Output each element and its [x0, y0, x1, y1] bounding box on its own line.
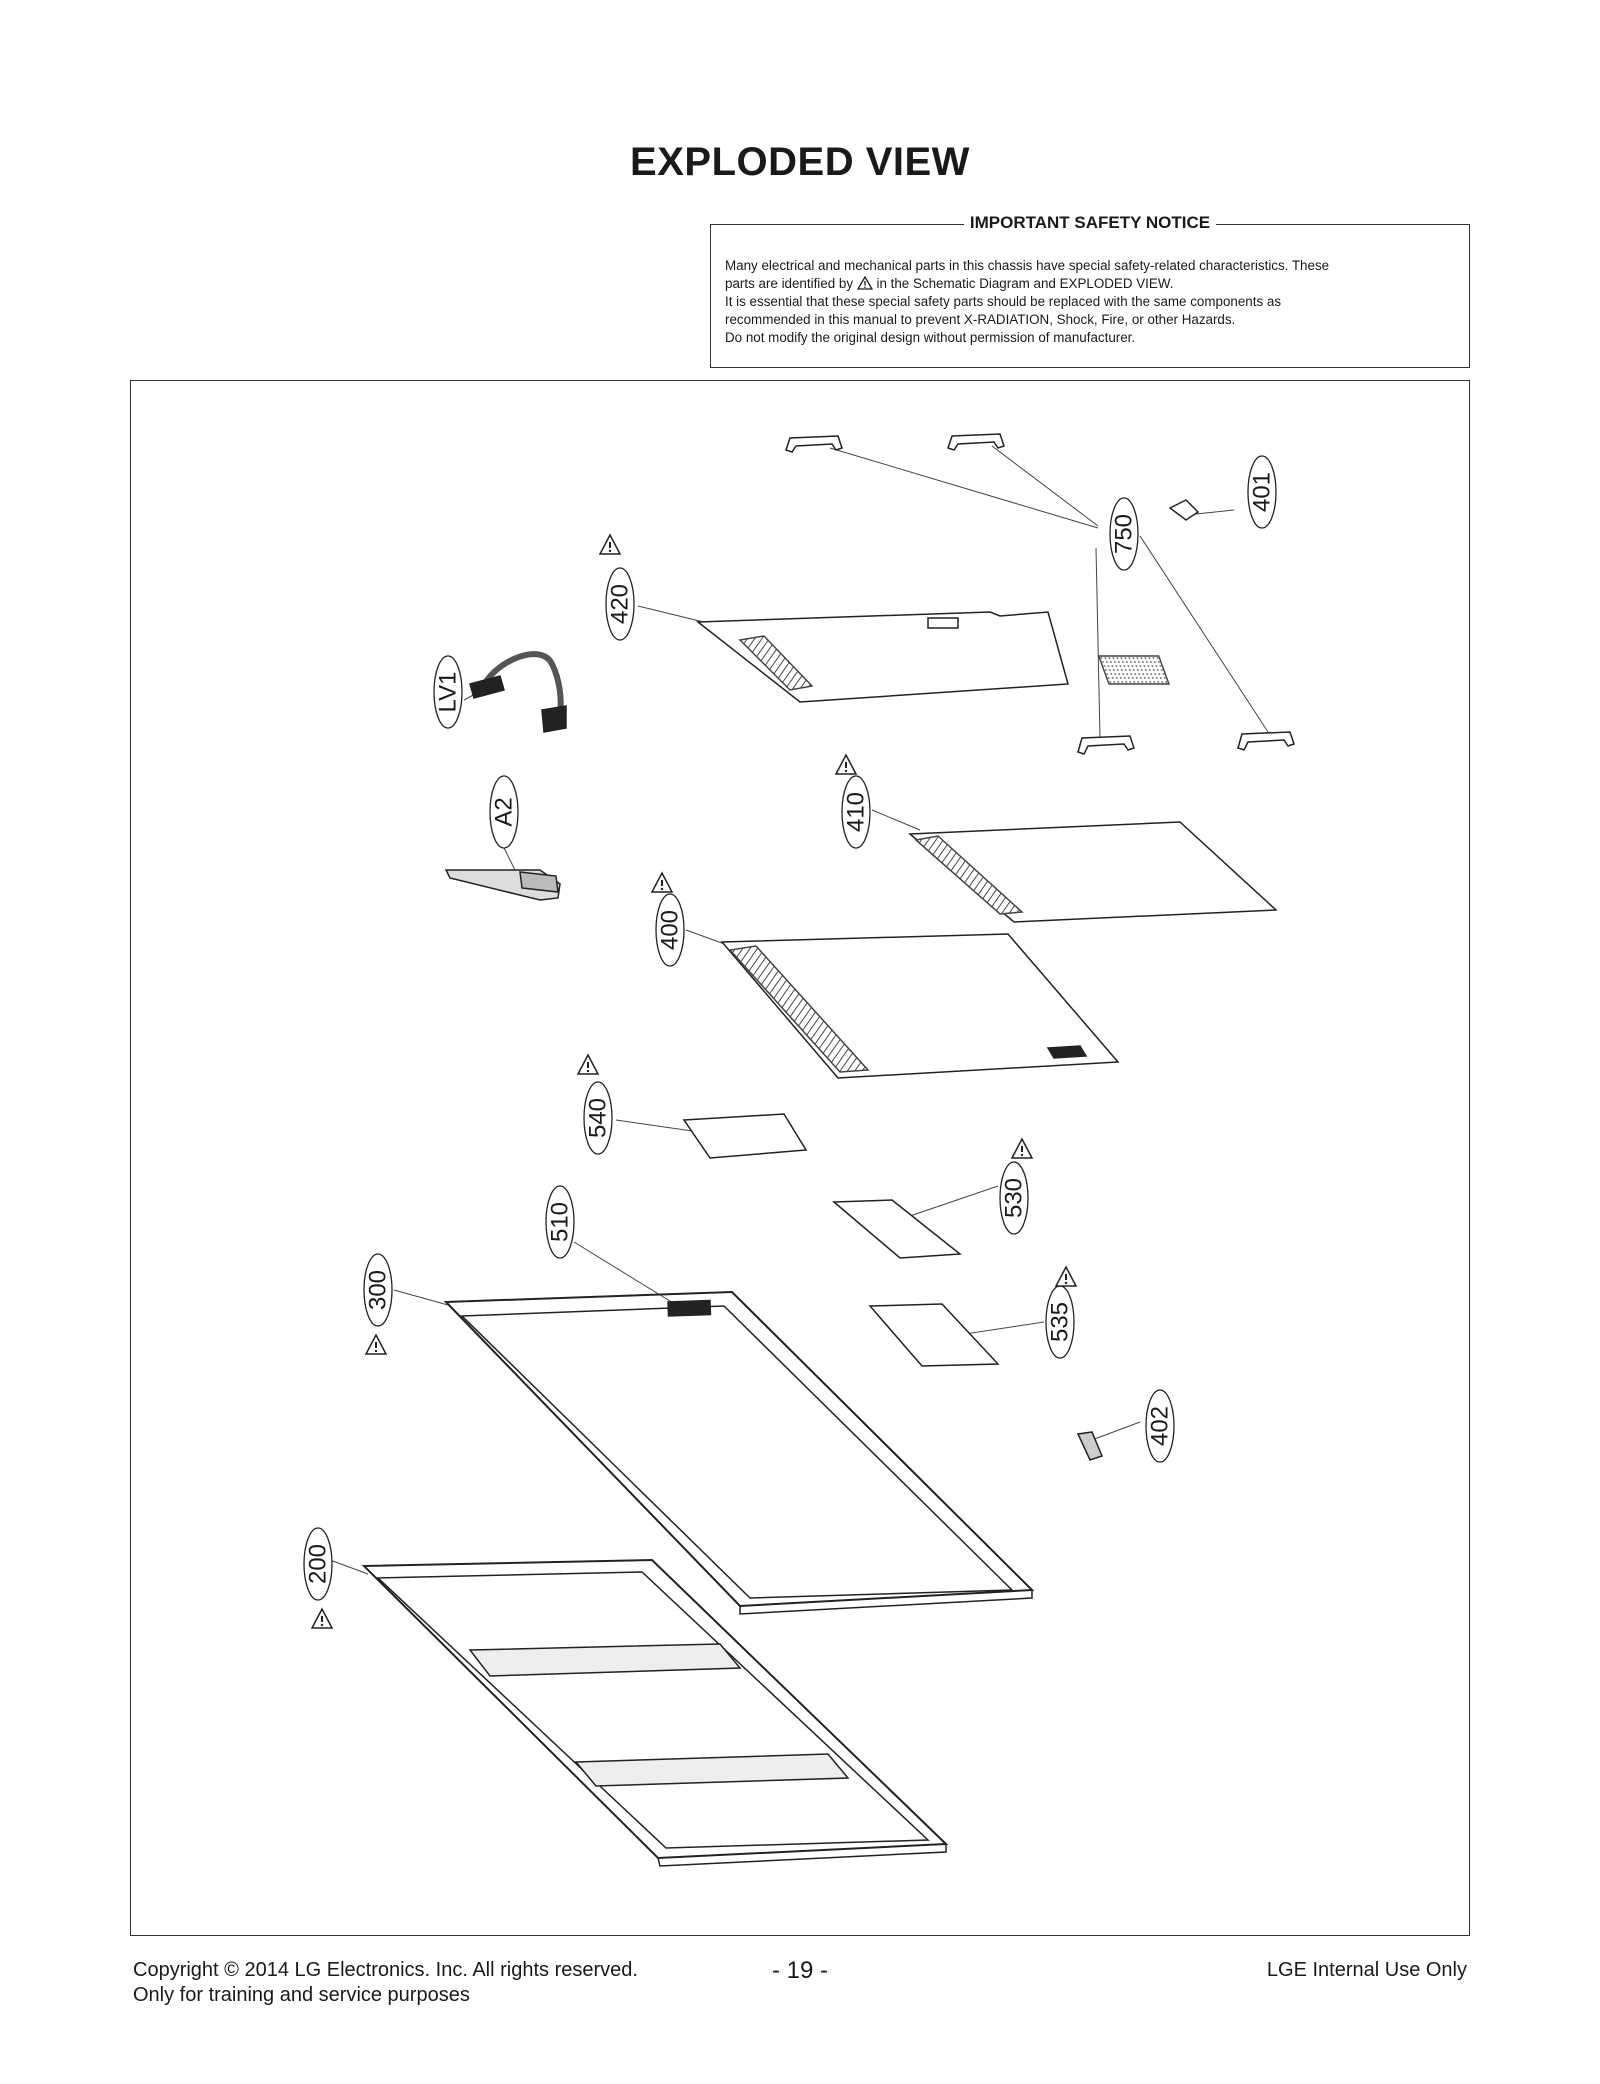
- svg-text:300: 300: [365, 1270, 392, 1310]
- callout-530: 530: [999, 1138, 1033, 1235]
- svg-text:420: 420: [607, 584, 634, 624]
- callout-lv1: LV1: [433, 655, 463, 729]
- notice-line-1: Many electrical and mechanical parts in …: [725, 258, 1330, 273]
- warning-triangle-icon: [599, 534, 621, 555]
- callout-410: 410: [835, 754, 871, 849]
- copyright-text: Copyright © 2014 LG Electronics. Inc. Al…: [133, 1959, 638, 1981]
- callout-750: 750: [1109, 497, 1139, 571]
- warning-triangle-icon: [835, 754, 857, 775]
- notice-line-5: Do not modify the original design withou…: [725, 330, 1136, 345]
- callout-a2: A2: [489, 775, 519, 849]
- footer-left: Copyright © 2014 LG Electronics. Inc. Al…: [133, 1958, 638, 2008]
- notice-line-3: It is essential that these special safet…: [725, 294, 1282, 309]
- safety-notice: IMPORTANT SAFETY NOTICE Many electrical …: [710, 213, 1470, 368]
- diagram-frame: [130, 380, 1470, 1936]
- callout-420: 420: [599, 534, 635, 641]
- warning-triangle-icon: [577, 1054, 599, 1075]
- svg-text:LV1: LV1: [435, 672, 462, 713]
- warning-triangle-icon: [651, 872, 673, 893]
- warning-triangle-icon: [1055, 1266, 1077, 1287]
- notice-line-4: recommended in this manual to prevent X-…: [725, 312, 1236, 327]
- page-title: EXPLODED VIEW: [630, 140, 970, 184]
- callout-400: 400: [651, 872, 685, 967]
- part-drawings: [361, 433, 1295, 1867]
- svg-text:750: 750: [1111, 514, 1138, 554]
- warning-triangle-icon: [311, 1608, 333, 1629]
- warning-triangle-icon: [365, 1334, 387, 1355]
- callout-510: 510: [545, 1185, 575, 1259]
- callout-200: 200: [303, 1527, 333, 1629]
- svg-text:400: 400: [657, 910, 684, 950]
- svg-text:535: 535: [1047, 1302, 1074, 1342]
- callout-402: 402: [1145, 1389, 1175, 1463]
- svg-text:530: 530: [1001, 1178, 1028, 1218]
- svg-text:A2: A2: [491, 797, 518, 826]
- warning-triangle-icon: [856, 276, 873, 290]
- safety-notice-heading: IMPORTANT SAFETY NOTICE: [963, 213, 1217, 232]
- callout-540: 540: [577, 1054, 613, 1155]
- callout-535: 535: [1045, 1266, 1077, 1359]
- svg-text:510: 510: [547, 1202, 574, 1242]
- svg-text:410: 410: [843, 792, 870, 832]
- svg-text:200: 200: [305, 1544, 332, 1584]
- safety-notice-body: Many electrical and mechanical parts in …: [725, 257, 1455, 347]
- callout-401: 401: [1247, 455, 1277, 529]
- page-number: - 19 -: [771, 1957, 828, 1984]
- internal-use-label: LGE Internal Use Only: [1266, 1959, 1467, 1981]
- callouts: 750 401 420 LV1 A2 410 400: [303, 455, 1277, 1629]
- callout-300: 300: [363, 1253, 393, 1355]
- svg-text:540: 540: [585, 1098, 612, 1138]
- notice-line-2: parts are identified by in the Schematic…: [725, 276, 1174, 291]
- svg-text:402: 402: [1147, 1406, 1174, 1446]
- warning-triangle-icon: [1011, 1138, 1033, 1159]
- svg-text:401: 401: [1249, 472, 1276, 512]
- purpose-text: Only for training and service purposes: [133, 1984, 470, 2006]
